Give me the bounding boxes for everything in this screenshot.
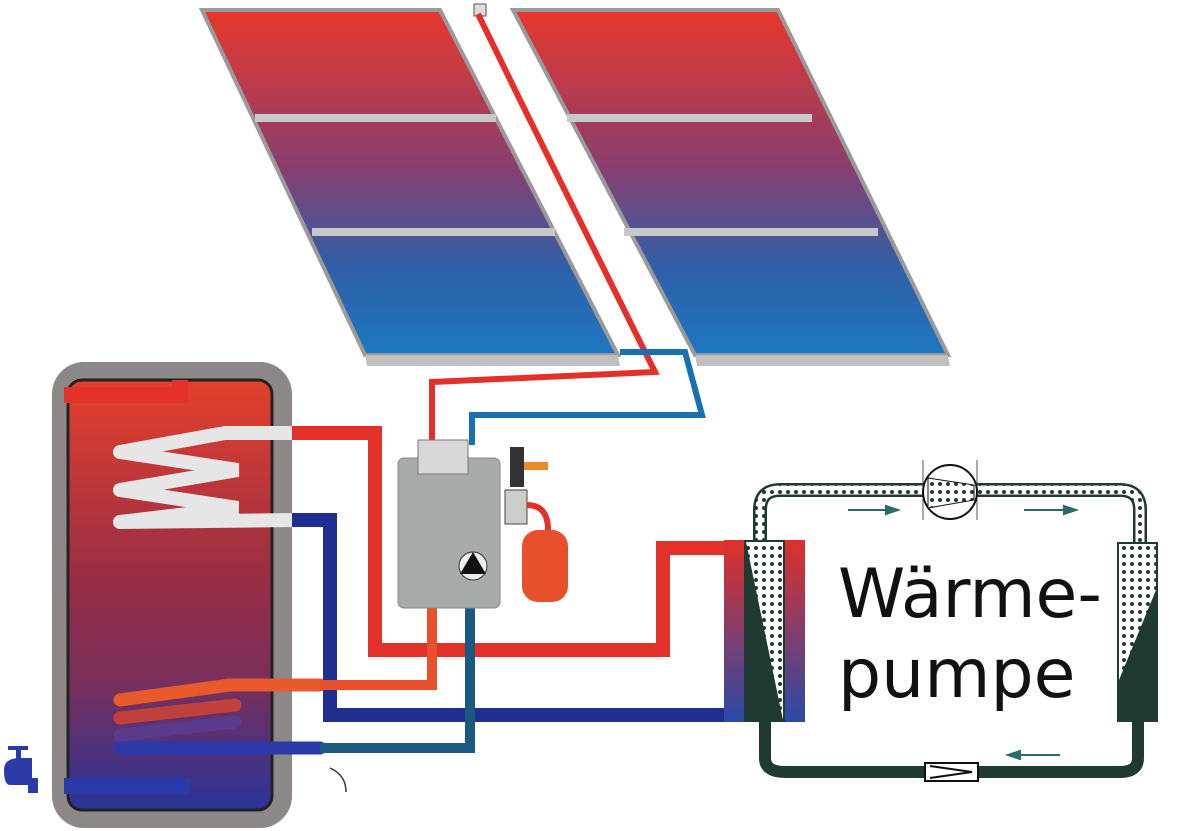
solar-collector-array: [198, 3, 952, 366]
solar-return-pipe: [469, 349, 706, 445]
station-hot-pipe: [320, 605, 437, 690]
station-cold-pipe: [320, 605, 475, 753]
heat-pump-label-line1: Wärme-: [838, 555, 1102, 634]
controller-display: [417, 439, 469, 475]
heat-pump: Wärme- pumpe: [724, 460, 1158, 782]
expansion-vessel: [522, 530, 568, 602]
flow-arrow-icons: [848, 504, 1080, 761]
safety-valve-icon: [510, 447, 524, 487]
pump-station: [397, 439, 568, 609]
condenser: [724, 540, 805, 722]
solar-coil: [113, 426, 302, 529]
heat-pump-label-line2: pumpe: [838, 635, 1076, 714]
solar-coil-flow-pipe: [292, 426, 742, 657]
solar-flow-pipe: [429, 12, 660, 445]
storage-tank: [52, 362, 327, 828]
expansion-valve-icon: [924, 762, 979, 782]
evaporator: [1117, 542, 1158, 722]
cold-return-pipe: [292, 513, 742, 722]
compressor-icon: [922, 460, 978, 520]
collector-right-column: [509, 8, 952, 366]
hot-water-outlet: [64, 380, 188, 403]
heat-pump-coil: [113, 678, 327, 755]
drain-arrow-icon: [329, 767, 347, 793]
collector-left-column: [198, 8, 622, 366]
water-tap-icon: [4, 746, 38, 793]
